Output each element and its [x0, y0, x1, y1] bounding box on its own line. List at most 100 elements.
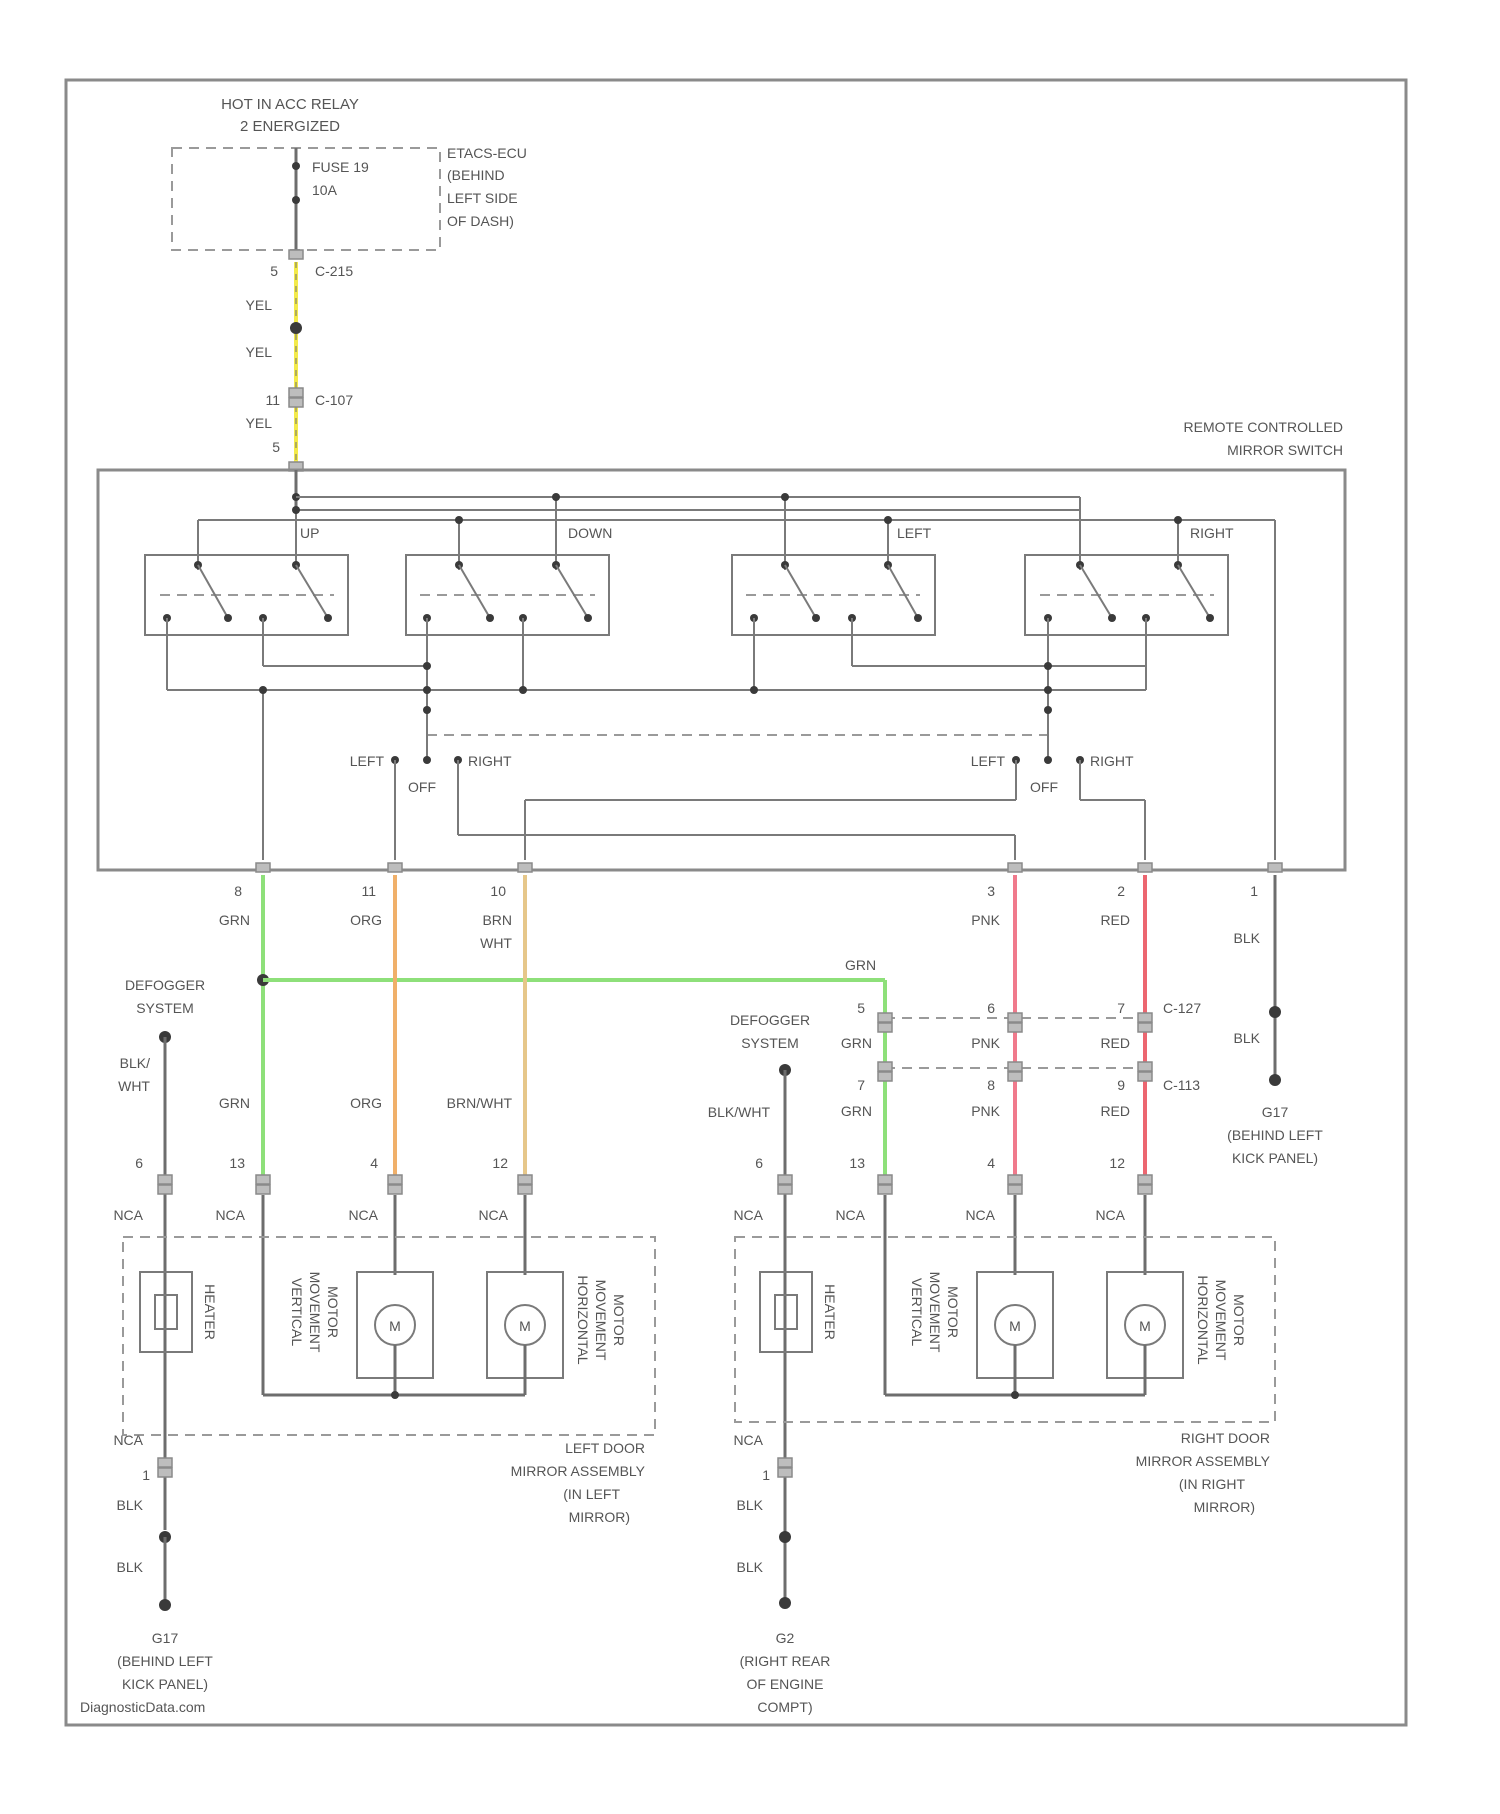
connector-c113: C-113	[1163, 1077, 1200, 1093]
pin-3: 3	[987, 883, 995, 899]
right-mirror-title-1: RIGHT DOOR	[1181, 1430, 1270, 1446]
pin-l-gnd: 1	[142, 1467, 150, 1483]
nca-7: NCA	[965, 1207, 995, 1223]
nca-4: NCA	[478, 1207, 508, 1223]
label-blk-l2: BLK	[117, 1559, 144, 1575]
label-org-2: ORG	[350, 1095, 382, 1111]
fuse-label-1: FUSE 19	[312, 159, 369, 175]
connector-c127: C-127	[1163, 1000, 1201, 1016]
right-mirror-title-3: (IN RIGHT	[1179, 1476, 1246, 1492]
left-horiz-l1: HORIZONTAL	[575, 1275, 591, 1364]
footer-credit: DiagnosticData.com	[80, 1699, 205, 1715]
right-mirror-title-2: MIRROR ASSEMBLY	[1136, 1453, 1271, 1469]
c113-pin-7: 7	[857, 1077, 865, 1093]
label-yel-1: YEL	[246, 297, 273, 313]
label-yel-2: YEL	[246, 344, 273, 360]
mirror-switch-box	[98, 470, 1345, 870]
selector-left-2: LEFT	[971, 753, 1006, 769]
left-vert-l3: MOTOR	[325, 1286, 341, 1338]
pin-5-top: 5	[270, 263, 278, 279]
label-pnk-2: PNK	[971, 1035, 1000, 1051]
left-horiz-l3: MOTOR	[611, 1294, 627, 1346]
c127-pin-7: 7	[1117, 1000, 1125, 1016]
etacs-ecu-box	[172, 148, 440, 250]
selector-off-1: OFF	[408, 779, 436, 795]
right-mirror-title-4: MIRROR)	[1194, 1499, 1255, 1515]
relay-title-1: HOT IN ACC RELAY	[221, 96, 359, 113]
relay-title-2: 2 ENERGIZED	[240, 118, 340, 135]
left-horiz-l2: MOVEMENT	[593, 1280, 609, 1361]
defogger-right-2: SYSTEM	[741, 1035, 799, 1051]
left-heater-label: HEATER	[202, 1284, 218, 1340]
ground-g17-top: G17	[1262, 1104, 1289, 1120]
mirror-pin-row	[158, 1175, 1152, 1194]
defogger-left-2: SYSTEM	[136, 1000, 194, 1016]
nca-2: NCA	[215, 1207, 245, 1223]
defogger-right-1: DEFOGGER	[730, 1012, 810, 1028]
label-brn: BRN	[482, 912, 512, 928]
pin-r-heater: 6	[755, 1155, 763, 1171]
nca-1: NCA	[113, 1207, 143, 1223]
ground-g2-desc1: (RIGHT REAR	[740, 1653, 831, 1669]
nca-10: NCA	[733, 1432, 763, 1448]
switch-up: UP	[145, 525, 348, 635]
switch-left: LEFT	[732, 525, 935, 635]
pin-1: 1	[1250, 883, 1258, 899]
pin-r-12: 12	[1109, 1155, 1125, 1171]
left-vert-l2: MOVEMENT	[307, 1272, 323, 1353]
fuse-label-2: 10A	[312, 182, 338, 198]
label-blk-2: BLK	[1234, 1030, 1261, 1046]
pin-2: 2	[1117, 883, 1125, 899]
right-vert-l1: VERTICAL	[909, 1278, 925, 1346]
pin-11: 11	[265, 392, 280, 408]
selector-left-1: LEFT	[350, 753, 385, 769]
label-grn-r1: GRN	[841, 1035, 872, 1051]
switch-title-1: REMOTE CONTROLLED	[1184, 419, 1343, 435]
pin-r-4: 4	[987, 1155, 995, 1171]
label-red: RED	[1100, 912, 1130, 928]
left-mirror-title-2: MIRROR ASSEMBLY	[511, 1463, 646, 1479]
label-grn-r2: GRN	[841, 1103, 872, 1119]
label-pnk-3: PNK	[971, 1103, 1000, 1119]
label-blkwht-l1: BLK/	[120, 1055, 150, 1071]
label-blkwht-r: BLK/WHT	[708, 1104, 771, 1120]
label-blk-r2: BLK	[737, 1559, 764, 1575]
label-blkwht-l2: WHT	[118, 1078, 150, 1094]
right-vert-l3: MOTOR	[945, 1286, 961, 1338]
ground-g2-desc3: COMPT)	[757, 1699, 812, 1715]
left-mirror-title-3: (IN LEFT	[563, 1486, 620, 1502]
pin-11b: 11	[361, 883, 376, 899]
selector-right-1: RIGHT	[468, 753, 512, 769]
left-horiz-motor-m: M	[519, 1318, 531, 1334]
label-red-3: RED	[1100, 1103, 1130, 1119]
ground-g17-top-desc1: (BEHIND LEFT	[1227, 1127, 1323, 1143]
c113-pin-8: 8	[987, 1077, 995, 1093]
pin-5-switch: 5	[272, 439, 280, 455]
ecu-label-1: ETACS-ECU	[447, 145, 527, 161]
pin-r-vert: 13	[849, 1155, 865, 1171]
switch-pins: 8 11 10 3 2 1	[234, 863, 1282, 899]
right-vert-motor-m: M	[1009, 1318, 1021, 1334]
label-grn-2: GRN	[219, 1095, 250, 1111]
right-horiz-motor-m: M	[1139, 1318, 1151, 1334]
ground-g17-bottom-desc1: (BEHIND LEFT	[117, 1653, 213, 1669]
connector-c107: C-107	[315, 392, 353, 408]
label-wht: WHT	[480, 935, 512, 951]
left-mirror-title-4: MIRROR)	[569, 1509, 630, 1525]
selector-right-2: RIGHT	[1090, 753, 1134, 769]
left-mirror-title-1: LEFT DOOR	[565, 1440, 645, 1456]
label-yel-3: YEL	[246, 415, 273, 431]
switch-down-label: DOWN	[568, 525, 612, 541]
right-heater-label: HEATER	[822, 1284, 838, 1340]
label-grn-cross: GRN	[845, 957, 876, 973]
c113-pin-9: 9	[1117, 1077, 1125, 1093]
right-horiz-l3: MOTOR	[1231, 1294, 1247, 1346]
label-brn-wht-2: BRN/WHT	[447, 1095, 513, 1111]
defogger-left-1: DEFOGGER	[125, 977, 205, 993]
connector-c215: C-215	[315, 263, 353, 279]
switch-title-2: MIRROR SWITCH	[1227, 442, 1343, 458]
ecu-label-3: LEFT SIDE	[447, 190, 518, 206]
switch-right-label: RIGHT	[1190, 525, 1234, 541]
label-pnk: PNK	[971, 912, 1000, 928]
